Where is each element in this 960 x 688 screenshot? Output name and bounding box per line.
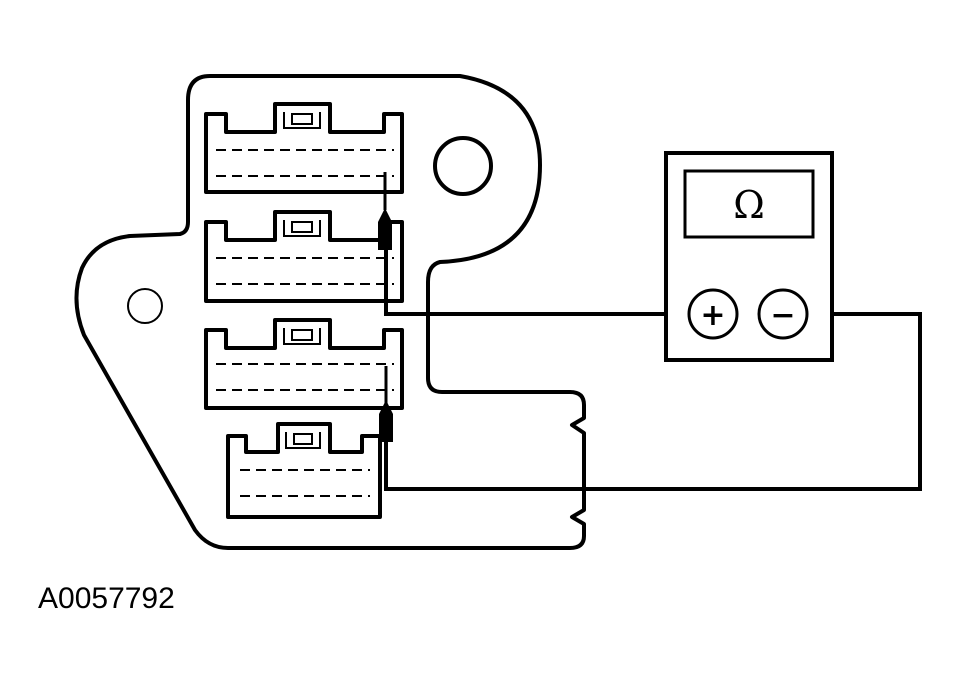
ohm-symbol: Ω (733, 183, 765, 227)
negative-terminal-label: − (770, 298, 795, 333)
meter-display (683, 169, 815, 239)
bracket-outline (74, 74, 586, 550)
figure-id: A0057792 (38, 582, 175, 615)
connector-1 (204, 102, 404, 194)
lead-wire-negative (384, 312, 922, 491)
negative-terminal (757, 288, 809, 340)
ohmmeter: Ω + − (664, 151, 834, 362)
mounting-hole-left (127, 288, 163, 324)
connector-2 (204, 210, 404, 303)
connector-3 (204, 318, 404, 410)
probe-positive (378, 172, 392, 250)
connector-4 (226, 422, 382, 519)
lead-wire-positive (384, 250, 690, 316)
positive-terminal-label: + (700, 298, 725, 333)
mounting-hole-upper (433, 136, 493, 196)
probe-negative (379, 366, 393, 442)
positive-terminal (687, 288, 739, 340)
